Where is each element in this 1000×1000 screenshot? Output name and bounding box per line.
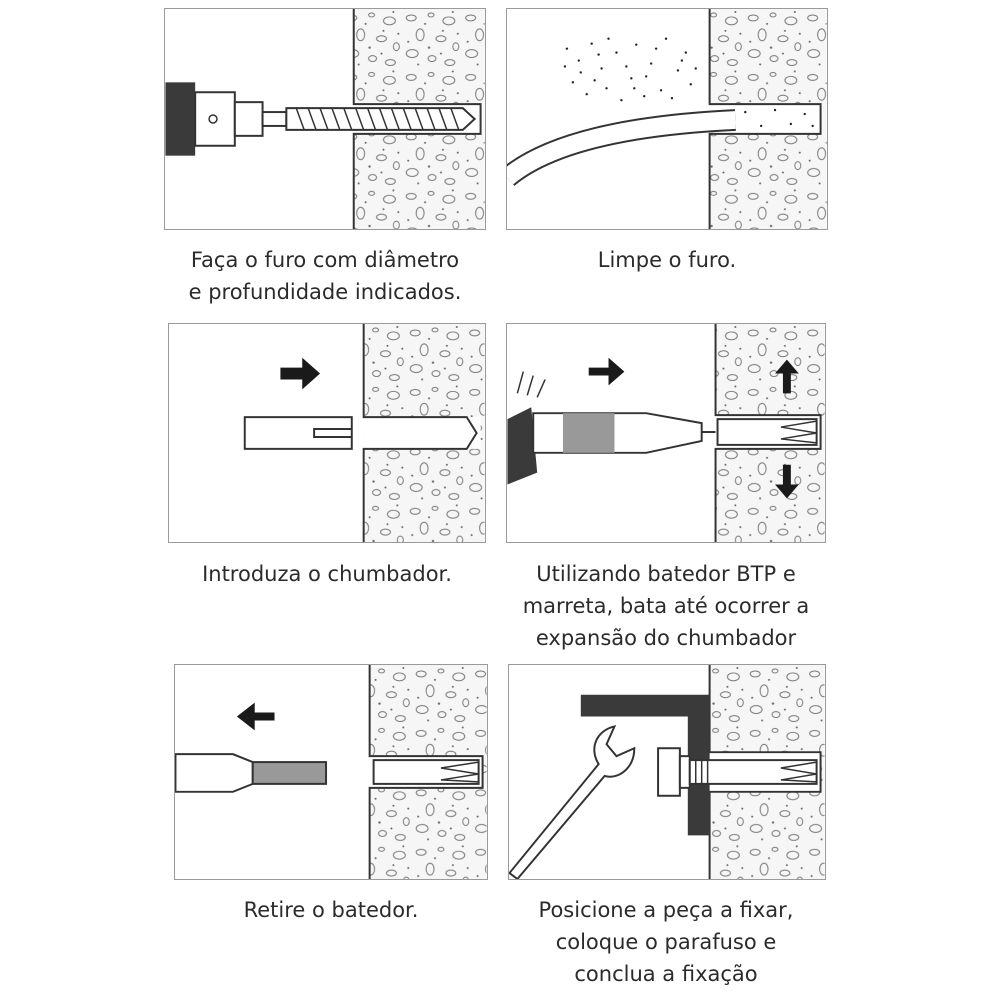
arrow-right-icon — [588, 357, 625, 386]
anchor-sleeve — [243, 416, 353, 450]
illustration-expand-anchor — [506, 323, 826, 543]
dust-cloud — [563, 37, 814, 128]
hole-outline — [362, 324, 478, 542]
hole-outline — [714, 324, 822, 542]
illustration-insert-anchor — [168, 323, 486, 543]
hole-outline — [708, 9, 822, 229]
illustration-remove-setter — [174, 664, 488, 880]
drill-chuck — [194, 91, 236, 147]
drill-body — [165, 82, 196, 156]
arrow-right-icon — [280, 357, 321, 390]
hole-outline — [352, 9, 482, 229]
bracket-part — [580, 694, 710, 836]
bolt-assembly — [657, 747, 818, 797]
setting-tool — [175, 753, 254, 793]
caption-insert-anchor: Introduza o chumbador. — [202, 562, 452, 586]
hammer-head — [507, 407, 538, 485]
caption-drill-hole: Faça o furo com diâmetro e profundidade … — [188, 248, 462, 304]
hole-outline — [708, 665, 822, 879]
anchor-expanded — [716, 418, 818, 446]
tool-grip — [562, 413, 615, 453]
wrench — [509, 725, 636, 879]
illustration-drill-hole — [164, 8, 486, 230]
setting-tool — [532, 412, 703, 454]
anchor-expanded — [372, 759, 480, 785]
arrow-left-icon — [236, 702, 275, 731]
arrow-up-icon — [775, 359, 799, 394]
illustration-clean-hole — [506, 8, 828, 230]
caption-expand-anchor: Utilizando batedor BTP e marreta, bata a… — [522, 562, 810, 650]
illustration-fix-part — [508, 664, 826, 880]
caption-clean-hole: Limpe o furo. — [597, 248, 737, 272]
caption-fix-part: Posicione a peça a fixar, coloque o para… — [538, 898, 794, 986]
hole-outline — [368, 665, 484, 879]
caption-remove-setter: Retire o batedor. — [243, 898, 419, 922]
arrow-down-icon — [775, 464, 799, 499]
